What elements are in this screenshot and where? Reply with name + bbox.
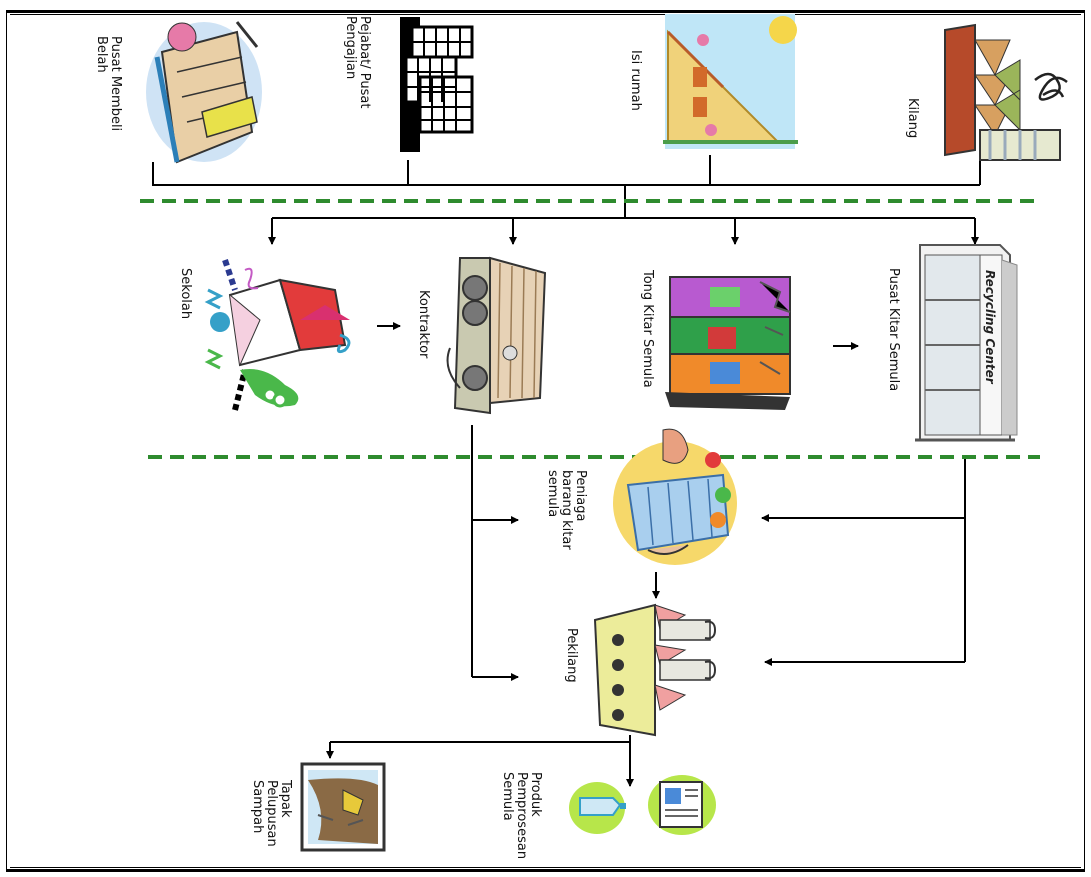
recycling-center-icon: Recycling Center: [915, 244, 1018, 442]
label-landfill: Tapak Pelupusan Sampah: [250, 780, 293, 847]
traders-icon: [613, 428, 737, 565]
factory-icon: [944, 23, 1068, 161]
garbage-truck-icon: [446, 256, 547, 415]
label-trader: Peniaga barang kitar semula: [545, 470, 588, 550]
label-manufacturer: Pekilang: [564, 628, 579, 683]
label-center: Pusat Kitar Semula: [886, 268, 901, 392]
inner-frame: [10, 14, 1081, 868]
office-building-icon: [400, 17, 474, 152]
sources-bus-line: [152, 155, 981, 186]
label-school: Sekolah: [178, 268, 193, 320]
label-office: Pejabat/ Pusat Pengajian: [343, 16, 372, 109]
label-factory: Kilang: [905, 98, 920, 139]
recycling-bins-icon: [665, 276, 791, 410]
label-home: Isi rumah: [628, 50, 643, 111]
house-icon: [663, 14, 798, 149]
outer-frame: [6, 10, 1085, 872]
label-contractor: Kontraktor: [416, 290, 431, 359]
shopping-mall-icon: [146, 21, 262, 164]
school-icon: [204, 259, 351, 411]
recycling-center-sign: Recycling Center: [983, 270, 997, 385]
label-bin: Tong Kitar Semula: [640, 270, 655, 388]
landfill-icon: [300, 762, 386, 852]
manufacturer-factory-icon: [593, 603, 717, 737]
recycled-products-icon: [569, 775, 716, 835]
label-products: Produk Pemprosesan Semula: [500, 772, 543, 860]
label-mall: Pusat Membeli Belah: [94, 36, 123, 132]
